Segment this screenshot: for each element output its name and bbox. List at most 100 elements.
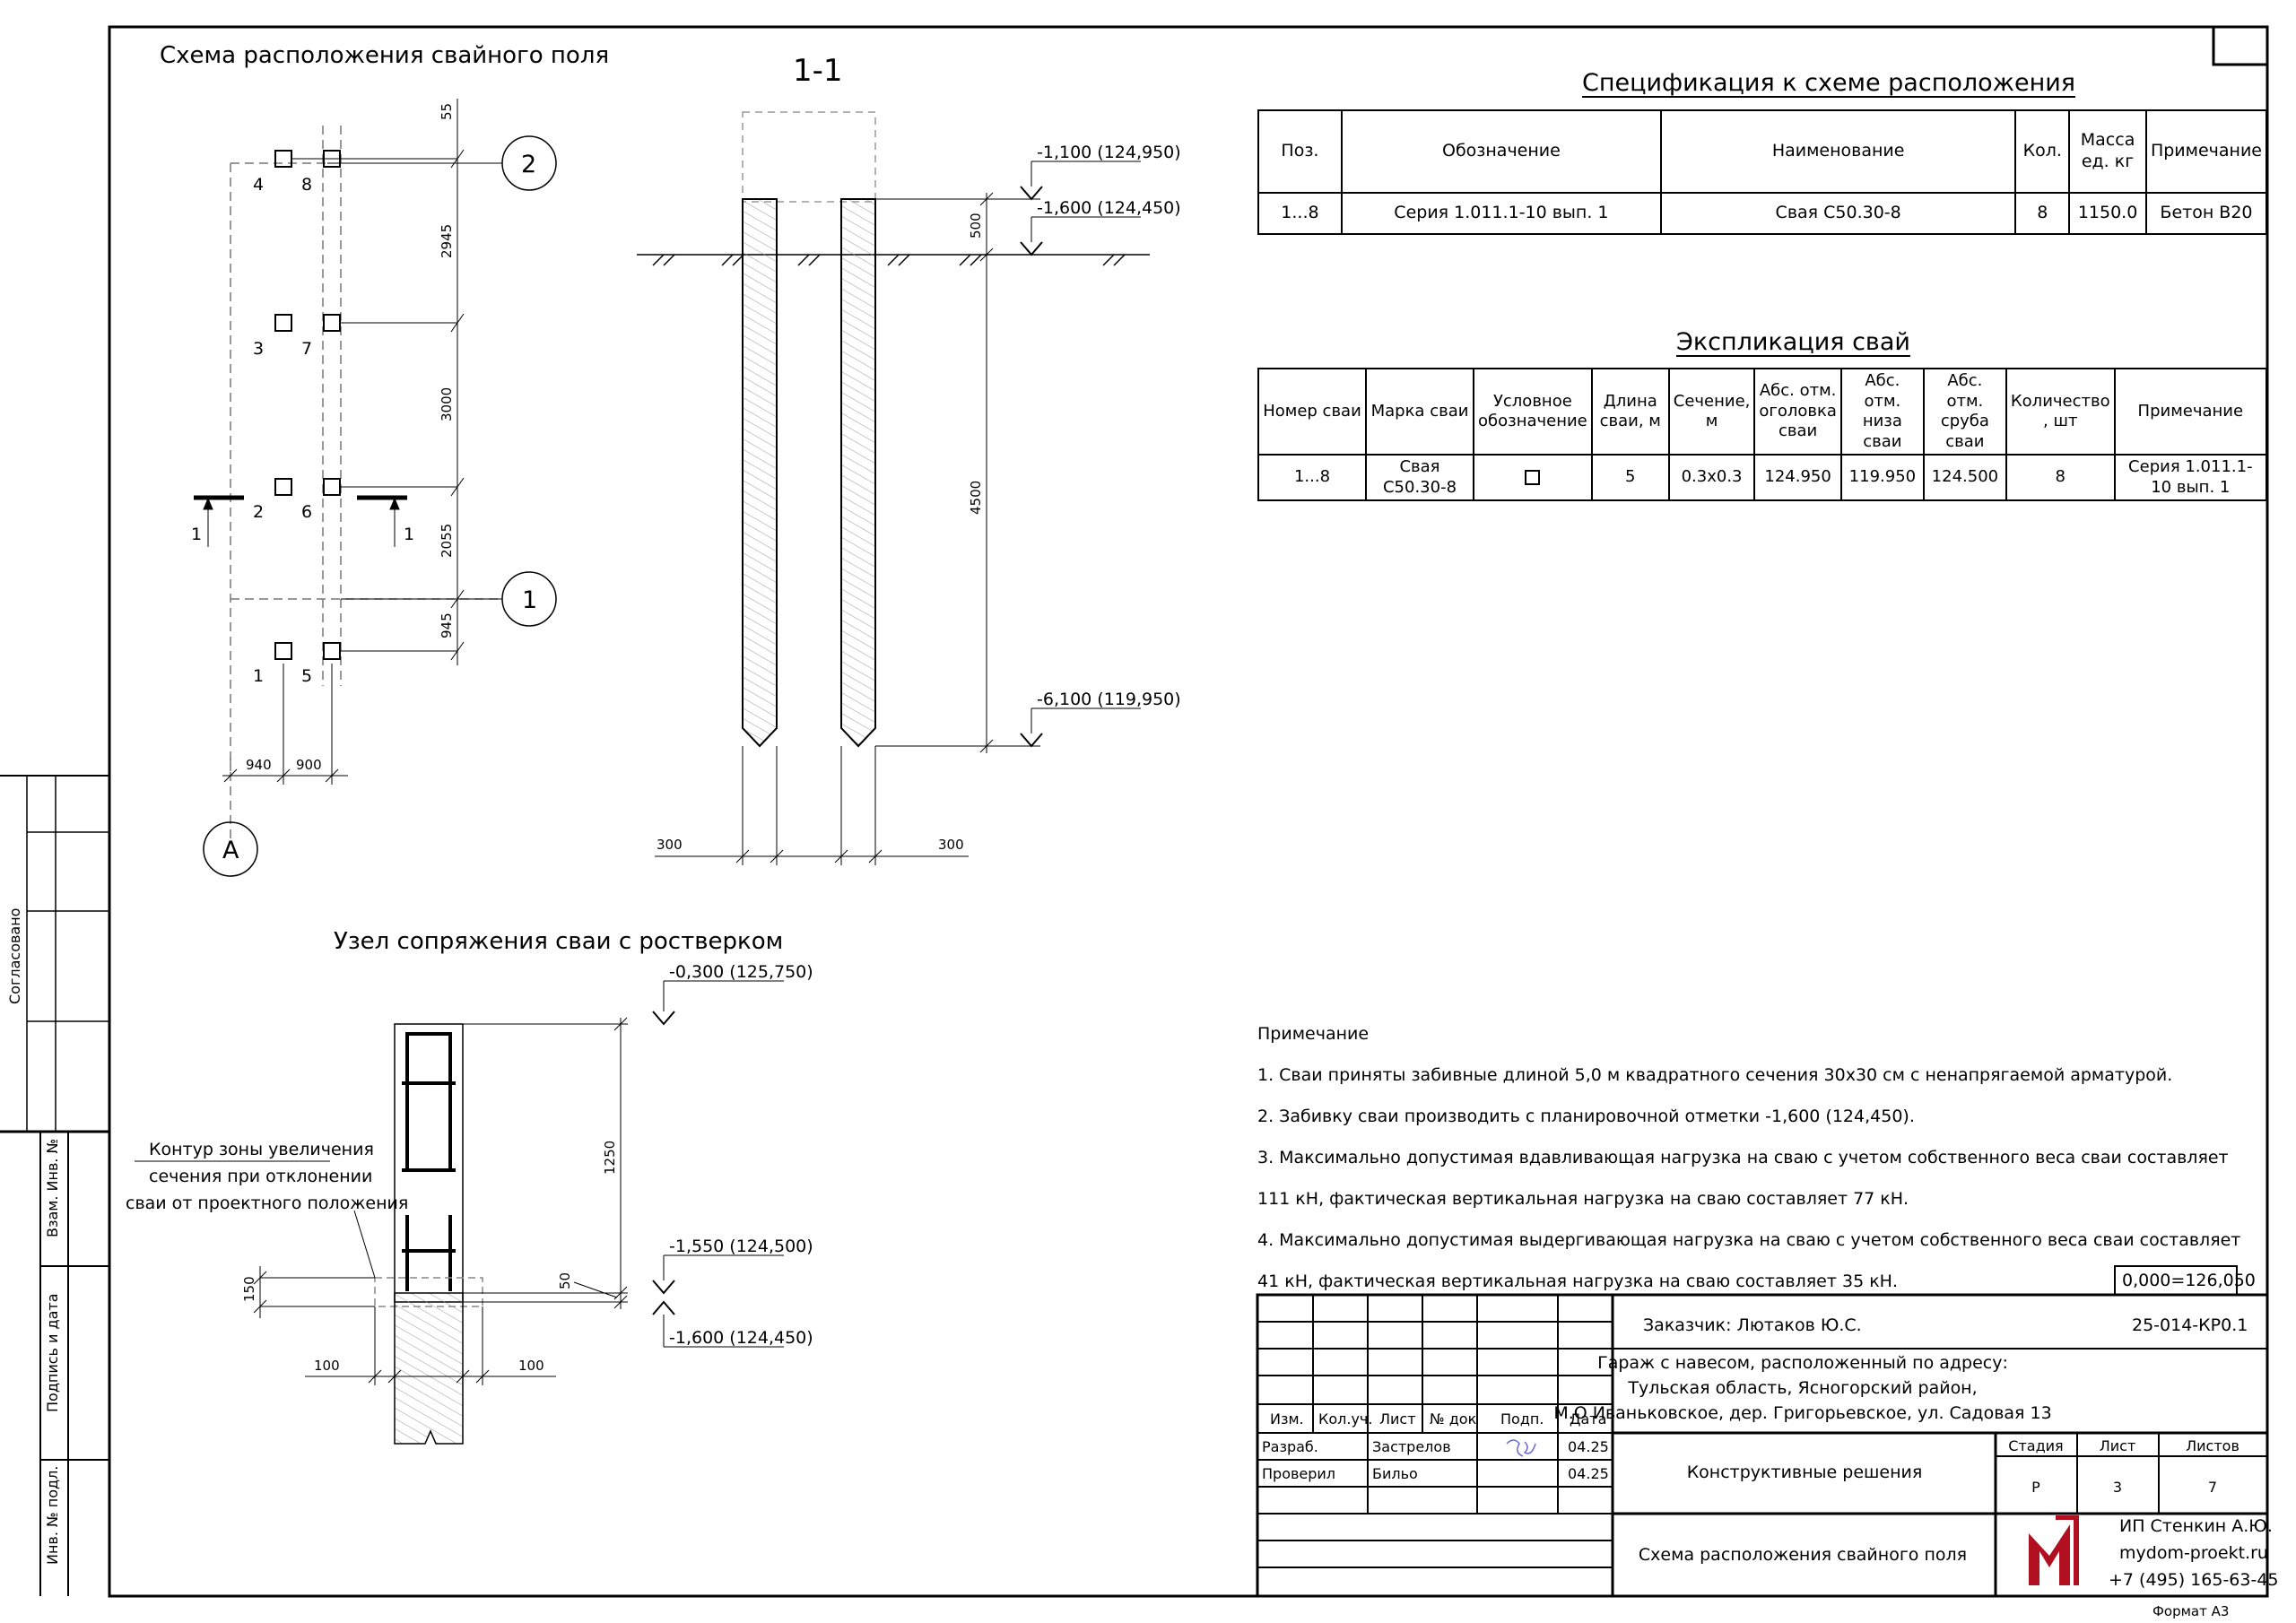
- company-logo: [2029, 1515, 2079, 1585]
- expl-header-head-elev: Абс. отм. оголовка сваи: [1753, 368, 1842, 456]
- spec-header-mass: Масса ед. кг: [2068, 109, 2147, 194]
- axis-bubble-1: 1: [522, 586, 537, 614]
- spec-header-note: Примечание: [2144, 109, 2268, 194]
- stamp-col-koluch: Кол.уч.: [1318, 1410, 1372, 1428]
- stamp-site: mydom-proekt.ru: [2119, 1543, 2268, 1563]
- spec-cell-qty: 8: [2014, 192, 2071, 235]
- expl-title: Экспликация свай: [1676, 328, 1910, 356]
- expl-header-note: Примечание: [2113, 368, 2268, 456]
- expl-cell-mark: Свая С50.30-8: [1365, 454, 1474, 501]
- section-dim-300-left: 300: [657, 837, 683, 853]
- stamp-address-3: М.О Иваньковское, дер. Григорьевское, ул…: [1553, 1403, 2051, 1423]
- spec-table: Поз. Обозначение Наименование Кол. Масса…: [1257, 109, 2268, 235]
- stamp-address-2: Тульская область, Ясногорский район,: [1627, 1378, 1977, 1398]
- spec-header-qty: Кол.: [2014, 109, 2071, 194]
- note-item-4: 4. Максимально допустимая выдергивающая …: [1257, 1230, 2241, 1291]
- pile-plan-title: Схема расположения свайного поля: [160, 42, 609, 69]
- pile-number-8: 8: [301, 175, 312, 195]
- node-title: Узел сопряжения сваи с ростверком: [334, 928, 783, 955]
- spec-cell-mass: 1150.0: [2068, 192, 2147, 235]
- expl-cell-head-elev: 124.950: [1753, 454, 1842, 501]
- pile-number-1: 1: [253, 666, 264, 686]
- node-dim-1250: 1250: [602, 1141, 618, 1175]
- zone-note-line-3: сваи от проектного положения: [126, 1193, 408, 1213]
- dim-2055: 2055: [439, 524, 455, 558]
- section-elev-ground: -1,600 (124,450): [1037, 198, 1181, 218]
- notes-block: Примечание 1. Сваи приняты забивные длин…: [1257, 1013, 2244, 1302]
- stamp-role-developer: Разраб.: [1262, 1438, 1318, 1455]
- section-elev-bottom: -6,100 (119,950): [1037, 690, 1181, 709]
- axis-bubble-a: А: [222, 837, 239, 864]
- node-dim-100-right: 100: [518, 1358, 544, 1374]
- expl-header-mark: Марка сваи: [1365, 368, 1474, 456]
- stamp-col-izm: Изм.: [1270, 1410, 1304, 1428]
- pile-number-7: 7: [301, 339, 312, 359]
- section-1-1: 1-1 -1,100 (124: [637, 53, 1181, 865]
- expl-header-length: Длина сваи, м: [1590, 368, 1670, 456]
- side-label-agreed: Согласовано: [6, 908, 23, 1004]
- dim-900: 900: [296, 757, 322, 773]
- side-label-sign-date: Подпись и дата: [44, 1293, 61, 1412]
- side-label-inv-sub: Взам. Инв. №: [44, 1139, 61, 1237]
- expl-header-tip-elev: Абс. отм. низа сваи: [1839, 368, 1925, 456]
- section-elev-top: -1,100 (124,950): [1037, 143, 1181, 162]
- stamp-col-podp: Подп.: [1500, 1410, 1544, 1428]
- cut-label-right: 1: [404, 525, 414, 544]
- note-item-1: 1. Сваи приняты забивные длиной 5,0 м кв…: [1257, 1065, 2173, 1085]
- spec-cell-designation: Серия 1.011.1-10 вып. 1: [1340, 192, 1662, 235]
- stamp-code: 25-014-КР0.1: [2132, 1315, 2248, 1335]
- stamp-stage-header: Стадия: [2008, 1437, 2063, 1454]
- cut-label-left: 1: [191, 525, 202, 544]
- spec-cell-note: Бетон В20: [2144, 192, 2268, 235]
- section-dim-500: 500: [968, 213, 984, 239]
- sheet-frame: [0, 25, 2269, 1598]
- stamp-sheet-header: Лист: [2100, 1437, 2136, 1454]
- stamp-phone: +7 (495) 165-63-45: [2109, 1570, 2279, 1590]
- expl-table: Номер сваи Марка сваи Условное обозначен…: [1257, 368, 2268, 501]
- section-pile-left: [742, 198, 778, 748]
- axis-bubble-2: 2: [521, 151, 536, 178]
- pile-plan: Схема расположения свайного поля 4: [160, 42, 609, 877]
- stamp-stage: Р: [2031, 1479, 2040, 1496]
- stamp-drawing-name: Схема расположения свайного поля: [1639, 1545, 1967, 1565]
- dim-3000: 3000: [439, 387, 455, 421]
- stamp-date-developer: 04.25: [1568, 1438, 1609, 1455]
- section-title: 1-1: [793, 53, 843, 89]
- zone-note-line-2: сечения при отклонении: [149, 1167, 372, 1186]
- stamp-col-date: Дата: [1570, 1410, 1606, 1428]
- notes-heading: Примечание: [1257, 1024, 1370, 1044]
- pile-number-2: 2: [253, 502, 264, 522]
- expl-header-count: Количество , шт: [2005, 368, 2116, 456]
- dim-940: 940: [246, 757, 272, 773]
- pile-number-3: 3: [253, 339, 264, 359]
- expl-cell-note: Серия 1.011.1-10 вып. 1: [2113, 454, 2268, 501]
- pile-symbol-icon: [1525, 469, 1541, 485]
- stamp-customer: Заказчик: Лютаков Ю.С.: [1643, 1315, 1862, 1335]
- signature-mark: [1506, 1439, 1536, 1457]
- spec-cell-name: Свая С50.30-8: [1659, 192, 2017, 235]
- expl-cell-length: 5: [1590, 454, 1670, 501]
- stamp-col-list: Лист: [1379, 1410, 1416, 1428]
- dim-945: 945: [439, 612, 455, 638]
- stamp-person-checker: Бильо: [1372, 1465, 1418, 1482]
- section-dim-4500: 4500: [968, 481, 984, 515]
- section-dim-300-right: 300: [938, 837, 964, 853]
- stamp-sheet: 3: [2113, 1479, 2122, 1496]
- note-item-3: 3. Максимально допустимая вдавливающая н…: [1257, 1148, 2229, 1209]
- spec-header-name: Наименование: [1659, 109, 2017, 194]
- side-label-inv-orig: Инв. № подл.: [44, 1466, 61, 1565]
- expl-cell-section: 0.3х0.3: [1667, 454, 1756, 501]
- expl-header-symbol: Условное обозначение: [1473, 368, 1593, 456]
- pile-number-4: 4: [253, 175, 264, 195]
- stamp-person-developer: Застрелов: [1372, 1438, 1451, 1455]
- stamp-address-1: Гараж с навесом, расположенный по адресу…: [1597, 1353, 2008, 1373]
- expl-cell-cut-elev: 124.500: [1922, 454, 2007, 501]
- expl-cell-count: 8: [2005, 454, 2116, 501]
- spec-header-designation: Обозначение: [1340, 109, 1662, 194]
- stamp-sheets: 7: [2208, 1479, 2217, 1496]
- zone-note-line-1: Контур зоны увеличения: [149, 1140, 374, 1159]
- stamp-sheets-header: Листов: [2186, 1437, 2239, 1454]
- spec-title: Спецификация к схеме расположения: [1582, 69, 2076, 97]
- dim-55: 55: [439, 103, 455, 120]
